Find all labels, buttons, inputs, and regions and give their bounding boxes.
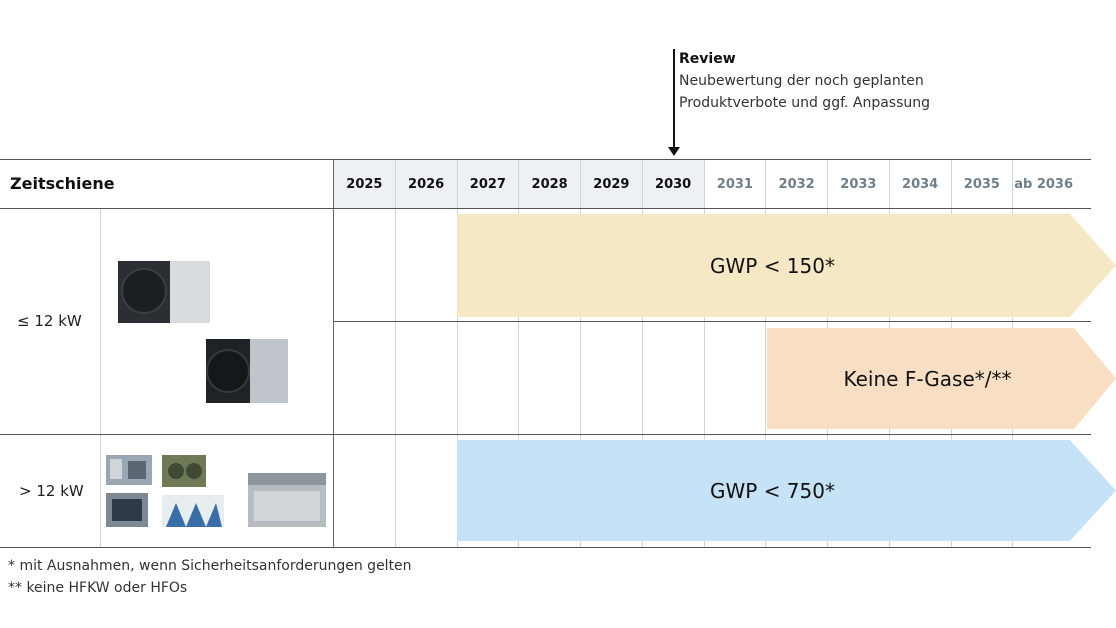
image-column-divider (333, 160, 334, 547)
chiller-units-image (106, 455, 326, 527)
band-no-f-gases-label: Keine F-Gase*/** (843, 366, 1012, 391)
grid-column-line (394, 160, 396, 547)
year-header-ab-2036: ab 2036 (1014, 176, 1074, 192)
year-header-2030: 2030 (642, 160, 704, 208)
chiller-unit-d (162, 495, 224, 527)
row-divider (0, 434, 1091, 435)
label-column-divider (100, 209, 101, 547)
footnote-2: ** keine HFKW oder HFOs (8, 580, 188, 596)
review-marker-line (673, 49, 675, 151)
year-header-2034: 2034 (902, 176, 939, 192)
year-header-2033: 2033 (840, 176, 877, 192)
chiller-unit-e (248, 473, 326, 527)
heat-pump-units-image (118, 261, 288, 403)
row-label-large-units: > 12 kW (19, 482, 84, 500)
band-no-f-gases: Keine F-Gase*/** (767, 328, 1116, 429)
year-header-2026: 2026 (395, 160, 457, 208)
year-header-2025: 2025 (334, 160, 395, 208)
chiller-unit-a (106, 455, 152, 485)
review-title: Review (679, 51, 736, 67)
year-header-2031: 2031 (716, 176, 753, 192)
band-gwp-150-label: GWP < 150* (710, 253, 835, 278)
header-bottom-border (0, 208, 1091, 209)
band-gwp-750: GWP < 750* (457, 440, 1116, 541)
year-header-2027: 2027 (457, 160, 519, 208)
chiller-unit-c (106, 493, 148, 527)
band-gwp-150: GWP < 150* (457, 214, 1116, 317)
year-header-2035: 2035 (963, 176, 1000, 192)
row-label-small-units: ≤ 12 kW (17, 312, 82, 330)
grid-column-line (641, 160, 643, 547)
grid-column-line (456, 160, 458, 547)
heat-pump-unit-1 (118, 261, 210, 323)
timeline-header-label: Zeitschiene (10, 174, 115, 193)
review-arrowhead-icon (668, 147, 680, 156)
year-header-2029: 2029 (581, 160, 642, 208)
review-description-line-2: Produktverbote und ggf. Anpassung (679, 95, 931, 111)
table-top-border (0, 159, 1091, 160)
review-description-line-1: Neubewertung der noch geplanten (679, 73, 924, 89)
band-gwp-750-label: GWP < 750* (710, 478, 835, 503)
year-header-2028: 2028 (519, 160, 580, 208)
year-header-2032: 2032 (778, 176, 815, 192)
heat-pump-unit-2 (206, 339, 288, 403)
grid-column-line (703, 160, 705, 547)
grid-column-line (580, 160, 581, 547)
sub-row-divider (334, 321, 1091, 322)
grid-column-line (518, 160, 520, 547)
table-bottom-border (0, 547, 1091, 548)
grid-column-line (765, 160, 767, 547)
footnote-1: * mit Ausnahmen, wenn Sicherheitsanforde… (8, 558, 412, 574)
chiller-unit-b (162, 455, 206, 487)
